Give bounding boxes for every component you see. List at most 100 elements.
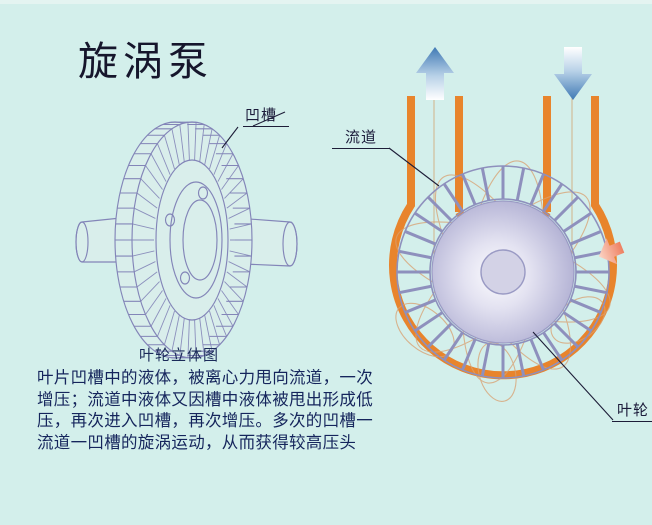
impeller-3d-blade-line xyxy=(156,305,171,337)
impeller-3d-blade-line xyxy=(179,318,185,356)
leader-impeller xyxy=(532,331,614,421)
callout-underline-groove xyxy=(243,126,289,127)
impeller-3d-blade-line xyxy=(150,153,167,182)
impeller-3d-blade-line xyxy=(134,207,156,219)
caption-heading: 叶轮立体图 xyxy=(139,346,220,364)
impeller-blades xyxy=(397,166,609,378)
bolt-hole xyxy=(164,213,176,227)
bolt-hole xyxy=(179,271,191,285)
impeller-3d-blade-line xyxy=(187,319,190,358)
caption-line: 叶片凹槽中的液体，被离心力甩向流道，一次 xyxy=(37,368,373,387)
impeller-3d-blade-line xyxy=(179,124,185,162)
impeller-blade xyxy=(562,311,592,333)
impeller-3d-blade-line xyxy=(229,223,252,230)
impeller-blade xyxy=(569,298,602,314)
impeller-3d-blade-line xyxy=(187,122,190,161)
impeller-3d-blade-line xyxy=(209,310,221,345)
callout-underline-impeller xyxy=(612,421,652,422)
impeller-blade xyxy=(461,173,477,206)
impeller-blade xyxy=(515,167,526,201)
caption-body: 叶片凹槽中的液体，被离心力甩向流道，一次 增压；流道中液体又因槽中液体被甩出形成… xyxy=(37,367,429,453)
impeller-3d-blade-line xyxy=(221,290,239,315)
impeller-3d-blade-line xyxy=(145,165,163,190)
impeller-3d-blade-line xyxy=(132,223,155,230)
impeller-blade xyxy=(404,230,437,246)
impeller-3d-blade-line xyxy=(163,310,175,345)
impeller-blade xyxy=(569,230,602,246)
impeller-3d-blade-line xyxy=(226,192,248,209)
inlet-arrow-down-icon xyxy=(554,47,592,100)
impeller-blade xyxy=(461,338,477,371)
impeller-blade xyxy=(442,183,464,213)
impeller-3d-blade-line xyxy=(228,207,250,219)
impeller-3d-blade-line xyxy=(145,290,163,315)
leader-flow-channel xyxy=(388,147,440,187)
callout-label-flow-channel: 流道 xyxy=(345,128,378,146)
impeller-blade xyxy=(562,211,592,233)
impeller-blade xyxy=(529,173,545,206)
impeller-blade xyxy=(398,284,432,295)
page-title: 旋涡泵 xyxy=(78,39,213,85)
impeller-3d-blade-line xyxy=(194,122,197,161)
impeller-3d-blade-line xyxy=(204,128,213,165)
impeller-3d-blade-line xyxy=(171,315,180,352)
impeller-blade xyxy=(480,167,491,201)
impeller-blade xyxy=(414,211,444,233)
impeller-3d-blade-line xyxy=(136,271,158,288)
impeller-3d-blade-line xyxy=(194,319,197,358)
impeller-3d-blade-line xyxy=(136,192,158,209)
impeller-3d-blade-line xyxy=(150,298,167,327)
impeller-3d-blade-line xyxy=(213,305,228,337)
impeller-blade xyxy=(442,331,464,361)
impeller-blade xyxy=(404,298,437,314)
callout-label-groove: 凹槽 xyxy=(245,106,278,124)
top-edge-strip xyxy=(0,0,652,4)
callout-leader-lines xyxy=(221,111,614,421)
callout-underline-flow-channel xyxy=(332,148,390,149)
impeller-3d-blade-line xyxy=(199,318,205,356)
impeller-blade xyxy=(553,195,580,222)
shaft-bore xyxy=(480,249,526,295)
impeller-3d-blade-line xyxy=(171,128,180,165)
impeller-blade xyxy=(542,183,564,213)
impeller-blade xyxy=(480,343,491,377)
impeller-3d-blade-line xyxy=(224,178,244,199)
impeller-3d-blade-line xyxy=(221,165,239,190)
discharge-flow-arrow-icon xyxy=(598,238,625,265)
impeller-3d-blade-line xyxy=(199,124,205,162)
impeller-3d-blade-line xyxy=(209,135,221,170)
caption-line: 压，再次进入凹槽，再次增压。多次的凹槽一 xyxy=(37,411,373,430)
impeller-blade xyxy=(542,331,564,361)
impeller-3d-blade-line xyxy=(226,271,248,288)
impeller-3d-line-drawing xyxy=(75,121,298,359)
impeller-3d-blade-line xyxy=(217,153,234,182)
impeller-blade xyxy=(553,322,580,349)
outlet-arrow-up-icon xyxy=(416,47,454,100)
leader-groove xyxy=(221,126,239,149)
impeller-3d-blade-line xyxy=(204,315,213,352)
impeller-blade xyxy=(529,338,545,371)
impeller-blade xyxy=(398,249,432,260)
impeller-3d-blade-line xyxy=(229,250,252,257)
impeller-3d-blade-line xyxy=(156,143,171,175)
impeller-3d-blade-line xyxy=(134,261,156,273)
impeller-blade xyxy=(515,343,526,377)
impeller-blade xyxy=(426,322,453,349)
callout-label-impeller: 叶轮 xyxy=(617,401,650,419)
impeller-3d-blade-line xyxy=(163,135,175,170)
impeller-3d-blade-line xyxy=(228,261,250,273)
impeller-3d-blade-line xyxy=(224,281,244,302)
impeller-3d-blade-line xyxy=(132,250,155,257)
caption-line: 增压；流道中液体又因槽中液体被甩出形成低 xyxy=(37,389,373,409)
impeller-blade xyxy=(426,195,453,222)
leader-groove-b xyxy=(252,111,286,127)
caption-line: 流道一凹槽的旋涡运动，从而获得较高压头 xyxy=(37,432,357,452)
impeller-blade xyxy=(414,311,444,333)
bolt-hole xyxy=(197,186,209,200)
impeller-3d-blade-line xyxy=(213,143,228,175)
flow-trace-lines xyxy=(433,86,573,268)
impeller-3d-blade-line xyxy=(217,298,234,327)
impeller-3d-blade-line xyxy=(140,281,160,302)
